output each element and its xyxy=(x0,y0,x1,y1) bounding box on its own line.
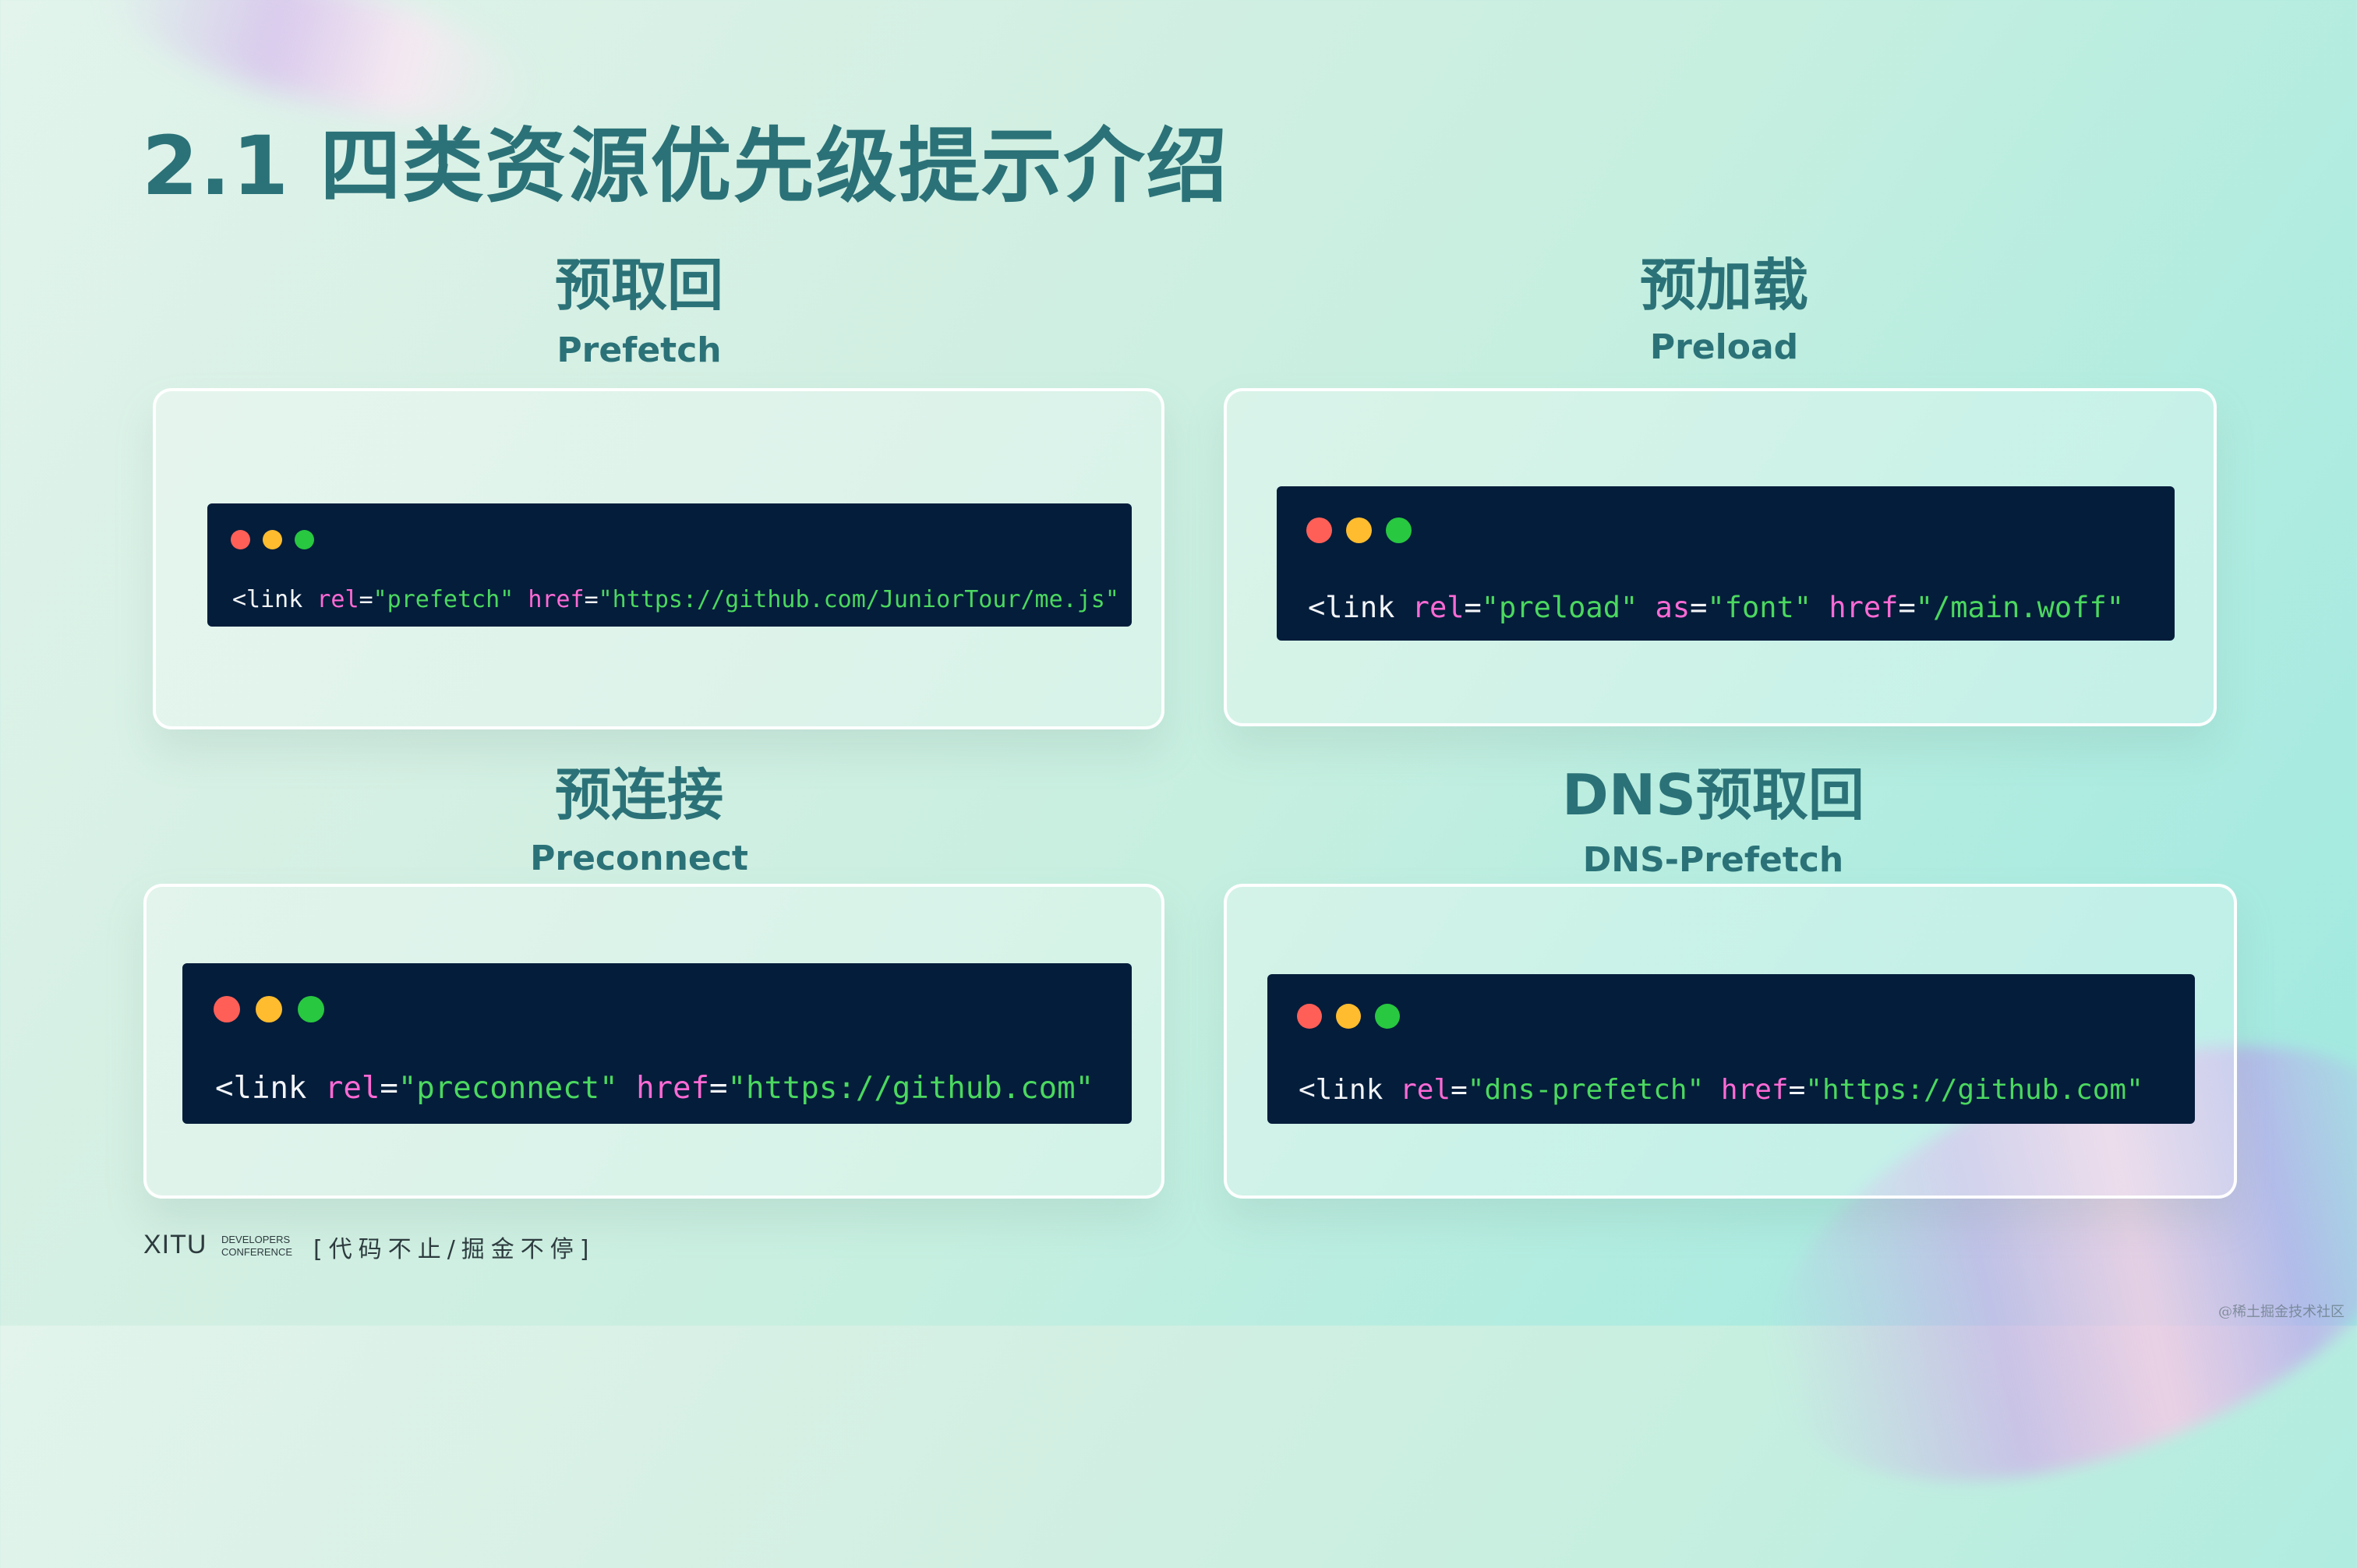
section-title-dns-prefetch: DNS预取回 xyxy=(1562,762,1864,828)
code-tag: <link xyxy=(232,586,303,613)
close-dot-icon xyxy=(231,530,250,549)
dns-prefetch-code-window: <link rel="dns-prefetch" href="https://g… xyxy=(1267,974,2195,1124)
section-title-preconnect: 预连接 xyxy=(554,762,723,828)
code-attr: as xyxy=(1655,591,1691,624)
window-controls xyxy=(214,996,324,1022)
code-attr: href xyxy=(636,1071,709,1106)
code-attr: rel xyxy=(316,586,359,613)
minimize-dot-icon xyxy=(1346,517,1372,543)
preload-code-window: <link rel="preload" as="font" href="/mai… xyxy=(1277,486,2175,641)
watermark: @稀土掘金技术社区 xyxy=(2218,1304,2345,1320)
code-value: "https://github.com" xyxy=(1805,1074,2143,1106)
close-dot-icon xyxy=(1297,1004,1322,1029)
code-value: "font" xyxy=(1707,591,1812,624)
logo-subtext-conference: CONFERENCE xyxy=(221,1246,293,1258)
minimize-dot-icon xyxy=(1336,1004,1361,1029)
prefetch-card: <link rel="prefetch" href="https://githu… xyxy=(153,388,1164,729)
maximize-dot-icon xyxy=(1386,517,1412,543)
preconnect-code-window: <link rel="preconnect" href="https://git… xyxy=(182,963,1132,1124)
code-value: "preconnect" xyxy=(398,1071,618,1106)
page-title: 2.1 四类资源优先级提示介绍 xyxy=(142,118,1229,214)
maximize-dot-icon xyxy=(1375,1004,1400,1029)
section-title-preload: 预加载 xyxy=(1639,253,1808,318)
minimize-dot-icon xyxy=(256,996,282,1022)
maximize-dot-icon xyxy=(298,996,324,1022)
code-value: "dns-prefetch" xyxy=(1467,1074,1705,1106)
code-attr: href xyxy=(1829,591,1899,624)
dns-prefetch-card: <link rel="dns-prefetch" href="https://g… xyxy=(1224,884,2237,1199)
code-value: "preload" xyxy=(1481,591,1638,624)
code-line: <link rel="preload" as="font" href="/mai… xyxy=(1308,591,2125,624)
section-subtitle-prefetch: Prefetch xyxy=(557,330,722,370)
close-dot-icon xyxy=(1306,517,1332,543)
logo-subtext-developers: DEVELOPERS xyxy=(221,1234,291,1245)
code-value: "prefetch" xyxy=(373,586,514,613)
code-value: "https://github.com/JuniorTour/me.js" xyxy=(598,586,1119,613)
code-value: "https://github.com" xyxy=(727,1071,1094,1106)
maximize-dot-icon xyxy=(295,530,314,549)
footer-slogan: [代码不止/掘金不停] xyxy=(313,1236,595,1263)
preconnect-card: <link rel="preconnect" href="https://git… xyxy=(143,884,1164,1199)
section-subtitle-dns-prefetch: DNS-Prefetch xyxy=(1582,840,1844,880)
code-attr: rel xyxy=(324,1071,380,1106)
code-tag: <link xyxy=(215,1071,307,1106)
section-subtitle-preload: Preload xyxy=(1649,327,1799,367)
code-attr: rel xyxy=(1400,1074,1451,1106)
window-controls xyxy=(1306,517,1412,543)
code-tag: <link xyxy=(1299,1074,1383,1106)
code-tag: <link xyxy=(1308,591,1395,624)
close-dot-icon xyxy=(214,996,240,1022)
window-controls xyxy=(1297,1004,1400,1029)
preload-card: <link rel="preload" as="font" href="/mai… xyxy=(1224,388,2217,726)
code-line: <link rel="preconnect" href="https://git… xyxy=(215,1071,1094,1106)
window-controls xyxy=(231,530,314,549)
section-title-prefetch: 预取回 xyxy=(554,253,723,318)
code-line: <link rel="prefetch" href="https://githu… xyxy=(232,586,1119,613)
code-attr: rel xyxy=(1412,591,1465,624)
prefetch-code-window: <link rel="prefetch" href="https://githu… xyxy=(207,503,1132,627)
xitu-logo: XITU xyxy=(143,1230,207,1259)
section-subtitle-preconnect: Preconnect xyxy=(530,839,748,878)
code-line: <link rel="dns-prefetch" href="https://g… xyxy=(1299,1074,2143,1106)
code-attr: href xyxy=(1720,1074,1789,1106)
minimize-dot-icon xyxy=(263,530,282,549)
code-value: "/main.woff" xyxy=(1915,591,2125,624)
code-attr: href xyxy=(528,586,585,613)
